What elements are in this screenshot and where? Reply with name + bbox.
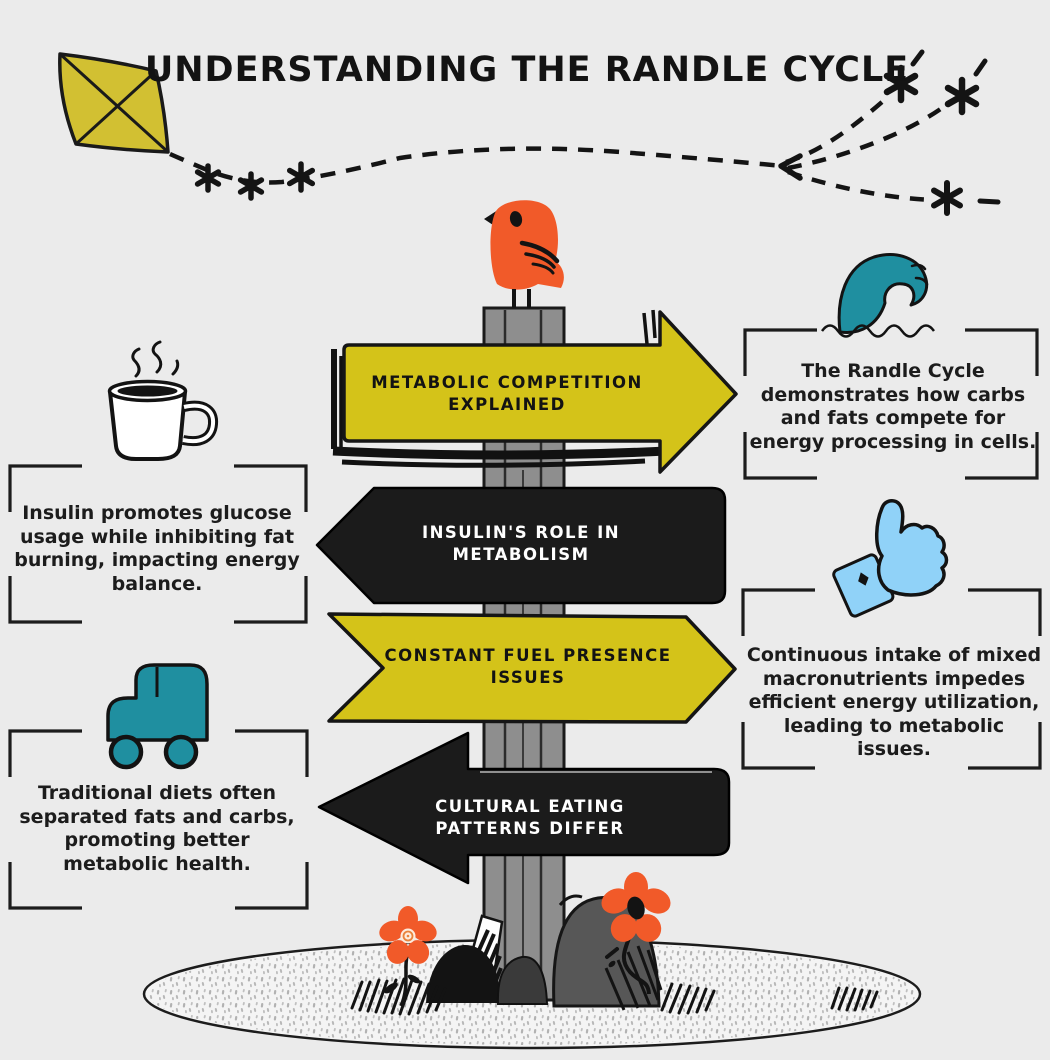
sparkle-asterisks [194,64,980,216]
kite-icon [58,52,170,154]
bird-icon [484,200,564,308]
note-fuel-presence: Continuous intake of mixed macronutrient… [746,644,1042,761]
sign-arrow-metabolic [342,310,738,474]
sign-arrow-fuel [327,612,737,724]
grass-tufts [350,977,879,1016]
flower-icon [601,872,671,995]
wave-icon [820,253,936,338]
sign-arrow-insulin [315,486,727,605]
arrow-shadow [331,309,667,468]
note-frame [8,729,309,910]
note-insulin: Insulin promotes glucose usage while inh… [14,502,300,595]
note-frame [8,464,308,624]
sign-label-insulins-role: INSULIN'S ROLE IN METABOLISM [421,523,621,565]
note-traditional-diets: Traditional diets often separated fats a… [19,782,295,875]
page-title: UNDERSTANDING THE RANDLE CYCLE [144,50,910,90]
dashed-kite-tail [169,49,1001,205]
sign-label-metabolic-competition: METABOLIC COMPETITION EXPLAINED [371,373,643,415]
sign-label-constant-fuel: CONSTANT FUEL PRESENCE ISSUES [384,646,672,688]
thumbs-up-icon [832,499,949,618]
sign-label-cultural-eating: CULTURAL EATING PATTERNS DIFFER [435,797,625,839]
truck-icon [106,663,209,770]
note-frame [741,588,1042,770]
coffee-mug-icon [107,340,219,461]
note-randle-cycle: The Randle Cycle demonstrates how carbs … [749,360,1037,453]
flower-icon [379,906,437,1007]
note-frame [743,328,1039,480]
sign-arrow-cultural [317,731,731,885]
